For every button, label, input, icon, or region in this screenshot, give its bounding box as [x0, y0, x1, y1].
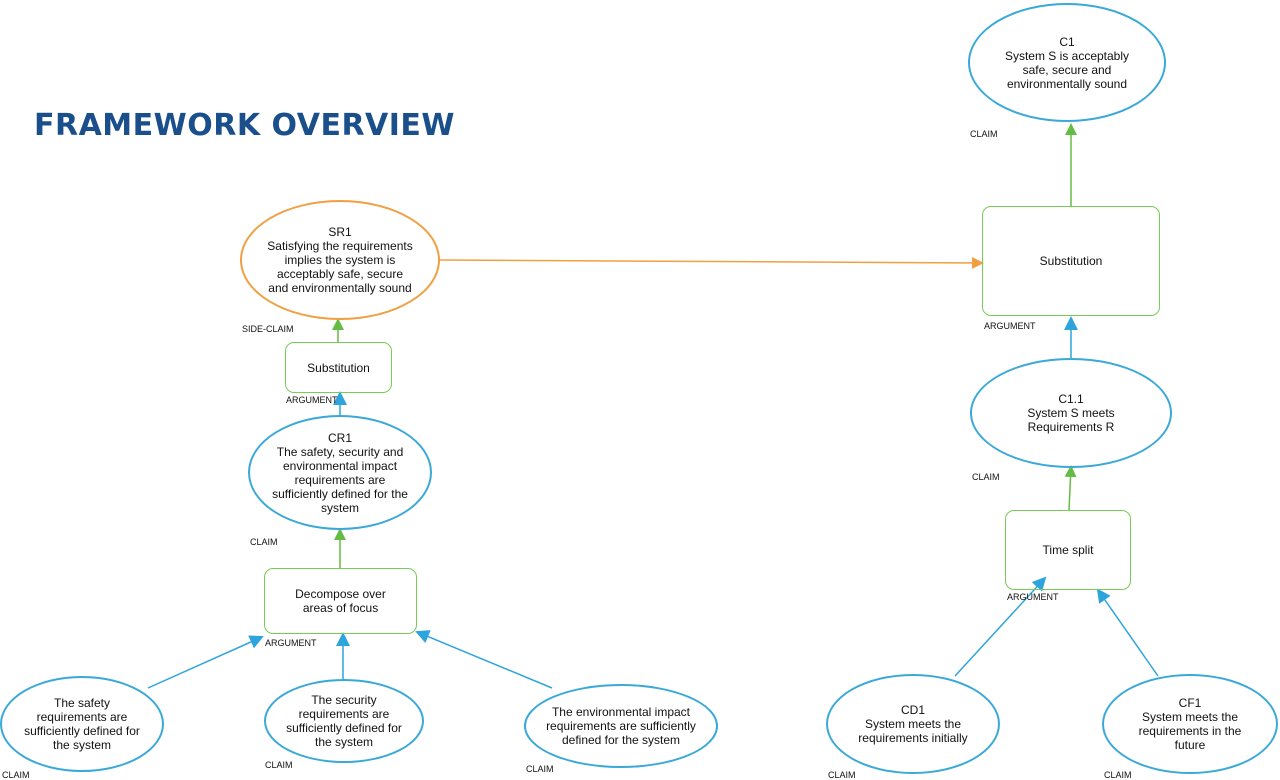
- claim-text: future: [1174, 738, 1206, 752]
- claim-text: implies the system is: [284, 253, 396, 267]
- arrow-sr1-to-substitution: [439, 256, 984, 269]
- claim-cr1[interactable]: CR1 The safety, security and environment…: [248, 415, 432, 530]
- claim-text: defined for the system: [561, 733, 681, 747]
- claim-id: SR1: [328, 225, 352, 239]
- claim-c1-1[interactable]: C1.1 System S meets Requirements R: [970, 358, 1172, 468]
- claim-text: Requirements R: [1027, 420, 1115, 434]
- claim-text: Satisfying the requirements: [267, 239, 413, 253]
- claim-environmental-requirements[interactable]: The environmental impact requirements ar…: [524, 684, 718, 768]
- argument-substitution-left[interactable]: Substitution: [285, 342, 392, 393]
- argument-text: Substitution: [307, 360, 370, 375]
- node-type-label: CLAIM: [2, 770, 30, 780]
- claim-id: CD1: [900, 703, 925, 717]
- argument-text: Decompose over: [295, 587, 386, 601]
- node-type-label: CLAIM: [1104, 770, 1132, 780]
- node-type-label: CLAIM: [526, 764, 554, 774]
- node-type-label: CLAIM: [972, 472, 1000, 482]
- arrow-environmental-to-decompose: [415, 630, 553, 689]
- claim-text: The safety, security and: [276, 444, 404, 459]
- claim-text: environmentally sound: [1006, 76, 1128, 91]
- node-type-label: ARGUMENT: [984, 321, 1036, 331]
- node-type-label: CLAIM: [265, 760, 293, 770]
- claim-text: acceptably safe, secure: [276, 267, 404, 281]
- claim-text: requirements are: [36, 710, 128, 724]
- claim-text: sufficiently defined for the: [272, 486, 408, 501]
- claim-text: environmental impact: [282, 458, 398, 473]
- claim-id: C1: [1059, 34, 1075, 49]
- claim-text: sufficiently defined for: [24, 724, 140, 738]
- claim-text: System meets the: [1141, 710, 1239, 724]
- node-type-label: CLAIM: [828, 770, 856, 780]
- claim-text: requirements are: [294, 472, 386, 487]
- claim-text: System S is acceptably: [1004, 48, 1130, 63]
- node-type-label: CLAIM: [250, 537, 278, 547]
- node-type-label: ARGUMENT: [286, 395, 338, 405]
- claim-text: requirements are sufficiently: [546, 719, 696, 733]
- claim-text: The safety: [53, 696, 111, 710]
- claim-text: safe, secure and: [1022, 62, 1112, 77]
- claim-c1[interactable]: C1 System S is acceptably safe, secure a…: [968, 3, 1166, 122]
- argument-text: areas of focus: [302, 601, 379, 615]
- argument-text: Substitution: [1039, 254, 1103, 268]
- claim-text: The security: [311, 693, 377, 707]
- arrow-timesplit-to-c11: [1064, 465, 1077, 511]
- claim-text: sufficiently defined for: [286, 721, 402, 735]
- claim-text: System S meets: [1027, 406, 1115, 420]
- arrow-cd1-to-timesplit: [954, 576, 1047, 677]
- claim-text: System meets the: [864, 717, 962, 731]
- node-type-label: SIDE-CLAIM: [242, 324, 294, 334]
- claim-id: CF1: [1178, 696, 1202, 710]
- claim-security-requirements[interactable]: The security requirements are sufficient…: [264, 679, 424, 763]
- claim-text: requirements initially: [858, 731, 968, 745]
- node-type-label: CLAIM: [970, 129, 998, 139]
- node-type-label: ARGUMENT: [265, 638, 317, 648]
- claim-text: system: [320, 500, 359, 515]
- side-claim-sr1[interactable]: SR1 Satisfying the requirements implies …: [240, 200, 440, 320]
- argument-time-split[interactable]: Time split: [1005, 510, 1131, 590]
- claim-id: CR1: [327, 430, 352, 445]
- claim-text: The environmental impact: [551, 705, 691, 719]
- claim-id: C1.1: [1058, 392, 1084, 406]
- claim-text: requirements are: [298, 707, 390, 721]
- claim-cf1[interactable]: CF1 System meets the requirements in the…: [1102, 674, 1278, 774]
- argument-substitution-right[interactable]: Substitution: [982, 206, 1160, 316]
- arrow-safety-to-decompose: [147, 635, 264, 689]
- node-type-label: ARGUMENT: [1007, 592, 1059, 602]
- page-title: FRAMEWORK OVERVIEW: [34, 108, 456, 143]
- claim-text: the system: [52, 738, 112, 752]
- claim-text: requirements in the: [1138, 724, 1242, 738]
- claim-cd1[interactable]: CD1 System meets the requirements initia…: [826, 674, 1000, 774]
- claim-safety-requirements[interactable]: The safety requirements are sufficiently…: [0, 676, 164, 772]
- arrow-cf1-to-timesplit: [1096, 588, 1159, 677]
- argument-decompose[interactable]: Decompose over areas of focus: [264, 568, 417, 634]
- argument-text: Time split: [1042, 543, 1094, 557]
- claim-text: the system: [314, 735, 374, 749]
- claim-text: and environmentally sound: [268, 281, 412, 295]
